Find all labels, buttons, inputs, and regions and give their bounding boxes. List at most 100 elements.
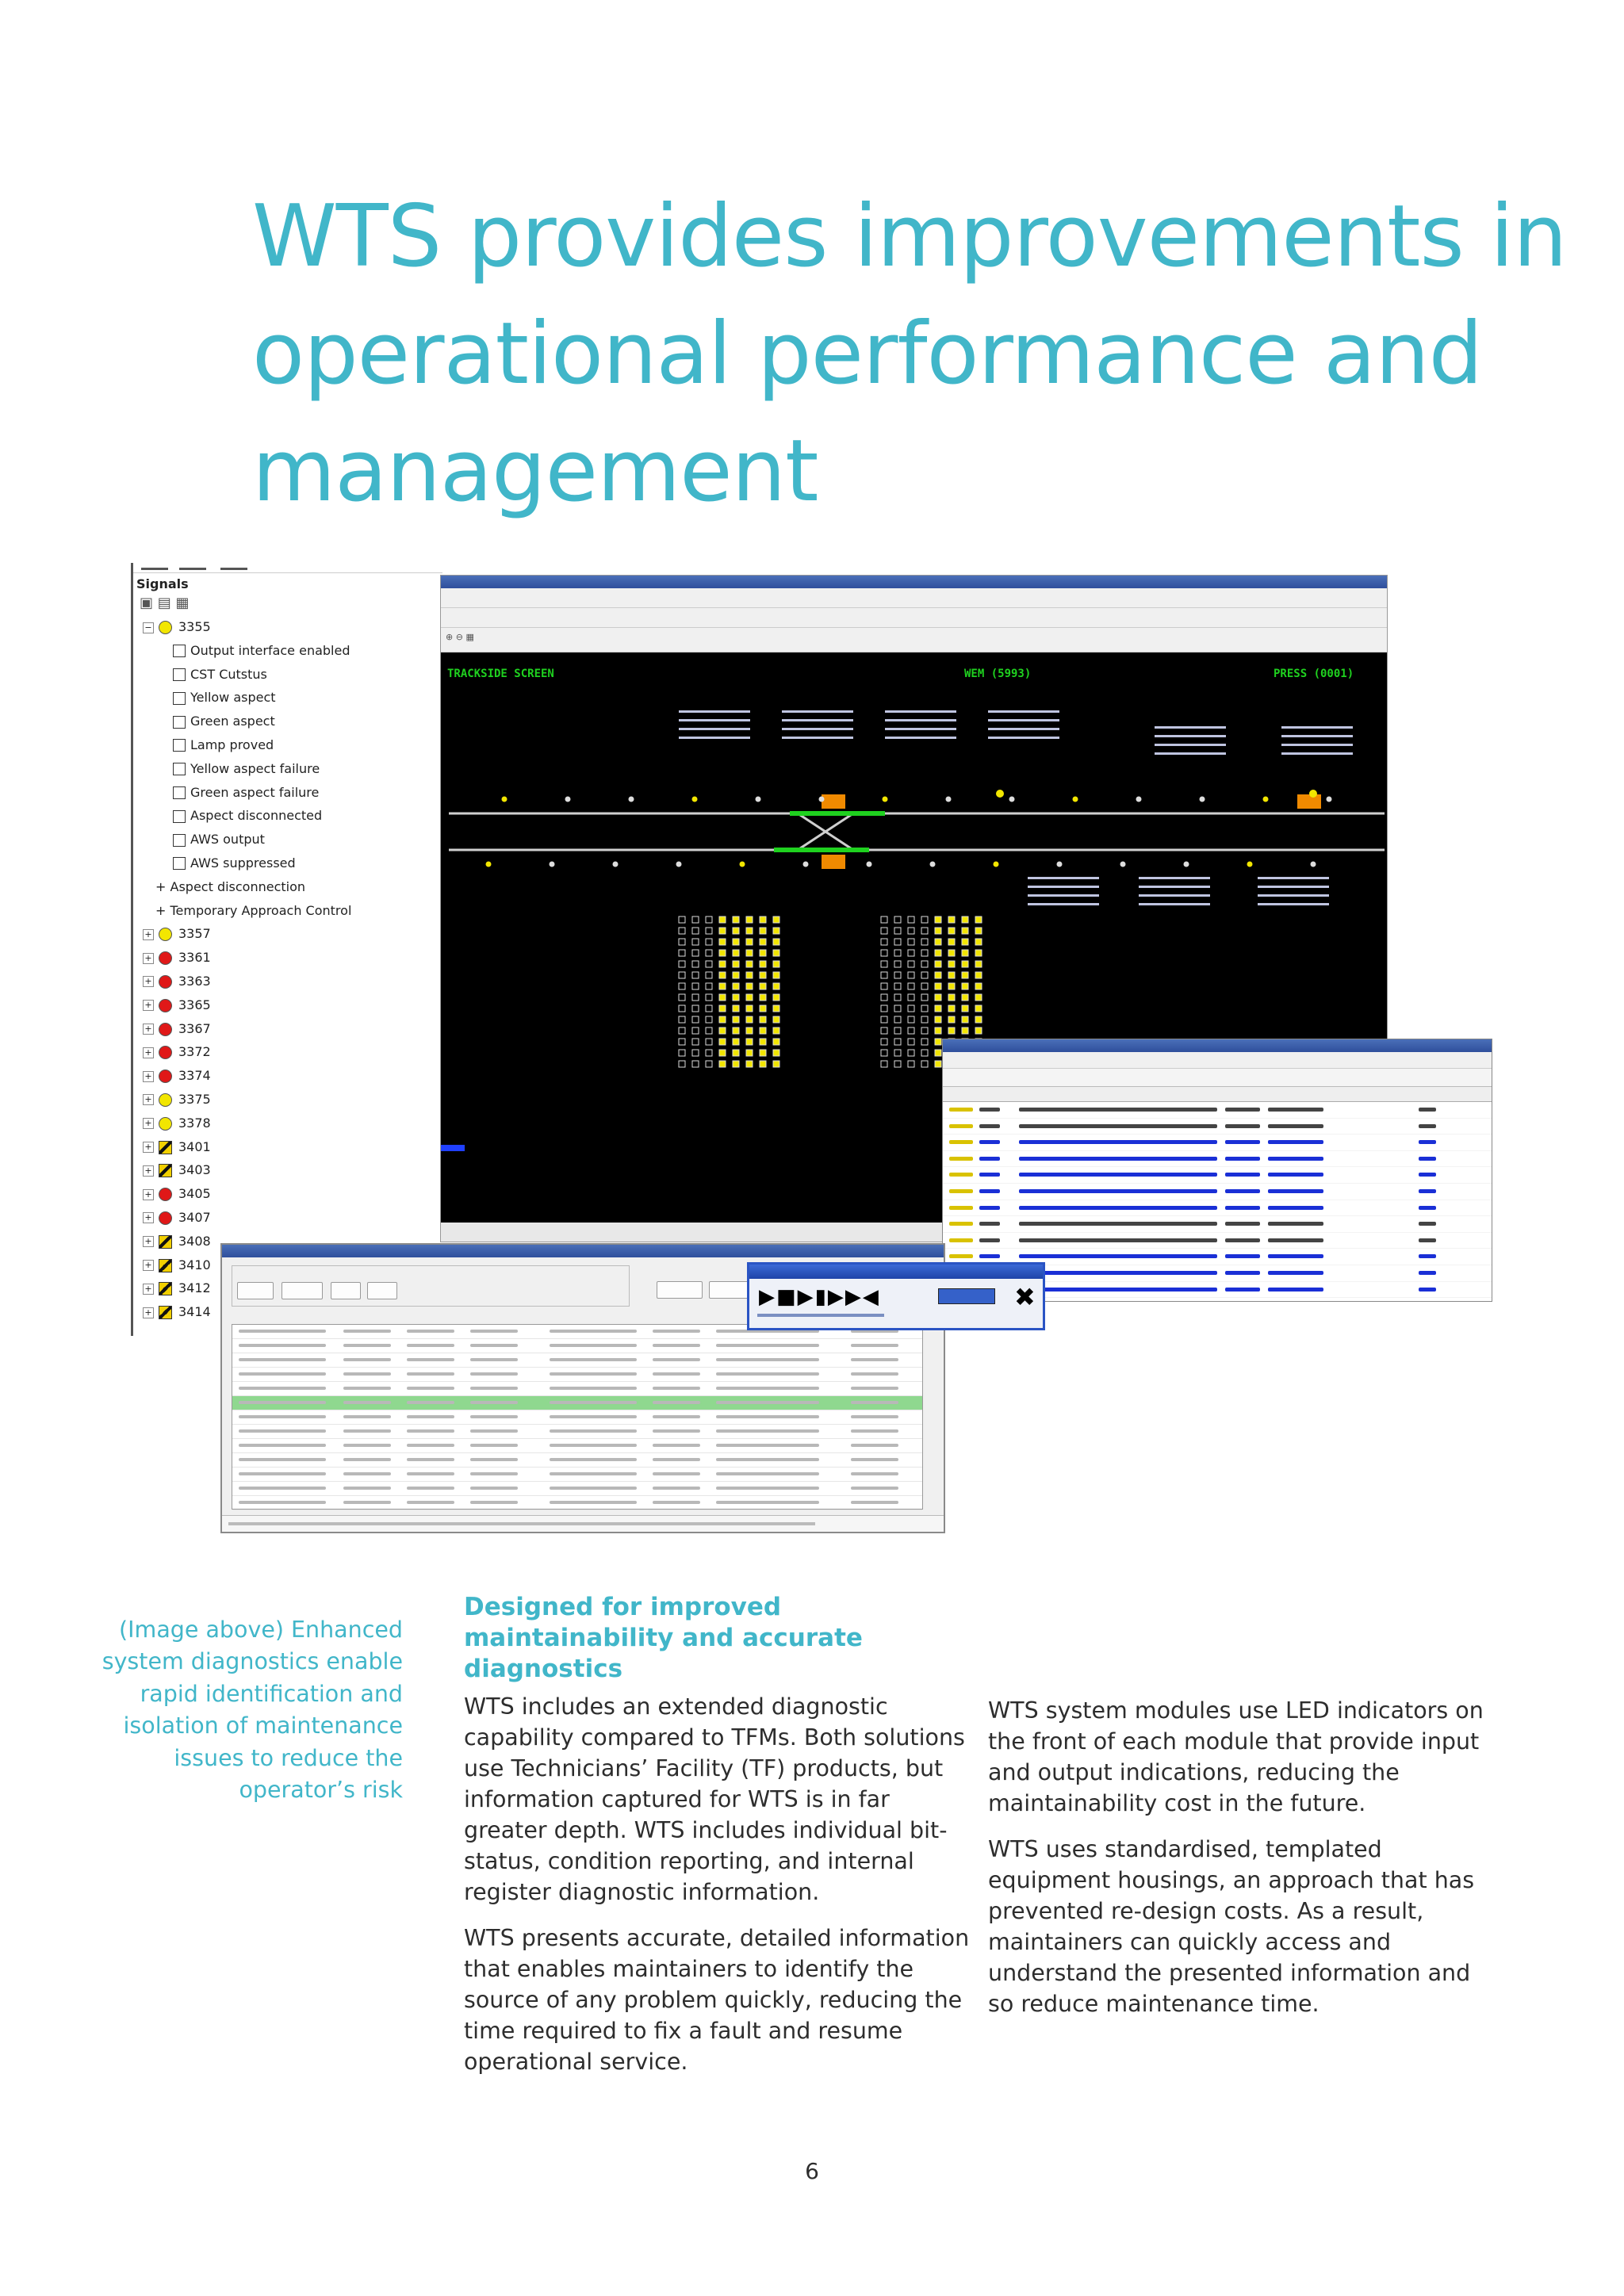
stop-icon[interactable]: ■ (776, 1285, 798, 1309)
checkbox-icon[interactable] (173, 691, 186, 705)
tree-item-child[interactable]: Lamp proved (133, 733, 442, 757)
tree-item-signal[interactable]: +3375 (133, 1088, 442, 1112)
alarm-row[interactable] (943, 1102, 1492, 1119)
expand-icon[interactable]: + (143, 1142, 154, 1154)
tree-item-child[interactable]: AWS suppressed (133, 851, 442, 875)
checkbox-icon[interactable] (173, 809, 186, 823)
checkbox-icon[interactable] (173, 833, 186, 847)
alarm-row[interactable] (943, 1119, 1492, 1135)
event-log-row[interactable] (232, 1339, 922, 1353)
tree-item-signal[interactable]: +3414 (133, 1300, 442, 1324)
tree-item-signal[interactable]: +3401 (133, 1135, 442, 1159)
alarm-row[interactable] (943, 1200, 1492, 1217)
checkbox-icon[interactable] (173, 668, 186, 682)
alarm-row[interactable] (943, 1151, 1492, 1168)
zoom-in-icon[interactable]: ⊕ (446, 632, 454, 642)
tree-item-group[interactable]: + Temporary Approach Control (133, 899, 442, 923)
rewind-icon[interactable]: ◀ (862, 1285, 880, 1309)
tree-item-signal[interactable]: +3405 (133, 1182, 442, 1206)
tree-item-child[interactable]: Aspect disconnected (133, 804, 442, 828)
tree-item-child[interactable]: Green aspect (133, 710, 442, 733)
tree-item-signal[interactable]: +3407 (133, 1206, 442, 1230)
filter-icon[interactable]: ▦ (175, 595, 190, 611)
tree-item-child[interactable]: Yellow aspect failure (133, 757, 442, 781)
tree-item-signal[interactable]: +3374 (133, 1064, 442, 1088)
tree-item-signal[interactable]: +3365 (133, 993, 442, 1017)
alarm-row[interactable] (943, 1233, 1492, 1249)
alarm-row[interactable] (943, 1184, 1492, 1200)
tree-item-group[interactable]: + Aspect disconnection (133, 875, 442, 899)
alarm-row[interactable] (943, 1249, 1492, 1265)
checkbox-icon[interactable] (173, 857, 186, 871)
expand-icon[interactable]: + (143, 976, 154, 988)
alarm-tabs[interactable] (943, 1069, 1492, 1087)
expand-icon[interactable]: + (143, 1165, 154, 1177)
expand-all-button[interactable] (657, 1281, 703, 1299)
tree-item-signal[interactable]: +3412 (133, 1276, 442, 1300)
tree-item-signal[interactable]: +3410 (133, 1253, 442, 1277)
next-button[interactable] (367, 1282, 397, 1299)
clear-button[interactable] (282, 1282, 323, 1299)
tree-item-signal[interactable]: +3357 (133, 922, 442, 946)
checkbox-icon[interactable] (173, 645, 186, 658)
checkbox-icon[interactable] (173, 715, 186, 729)
play-icon[interactable]: ▶ (759, 1285, 776, 1309)
event-log-row[interactable] (232, 1439, 922, 1453)
speed-select[interactable] (938, 1288, 995, 1304)
playback-controls[interactable]: ▶■▶▮▶▶◀ (759, 1287, 880, 1307)
tree-item-signal[interactable]: +3363 (133, 970, 442, 993)
alarm-row[interactable] (943, 1167, 1492, 1184)
event-log-row[interactable] (232, 1325, 922, 1339)
expand-icon[interactable]: + (143, 1047, 154, 1058)
event-log-row[interactable] (232, 1425, 922, 1439)
event-log-row[interactable] (232, 1382, 922, 1396)
expand-icon[interactable]: + (143, 1188, 154, 1200)
checkbox-icon[interactable] (173, 786, 186, 800)
expand-icon[interactable]: + (143, 952, 154, 964)
tree-item-signal[interactable]: +3403 (133, 1158, 442, 1182)
event-log-row[interactable] (232, 1410, 922, 1425)
collapse-icon[interactable]: − (143, 622, 154, 633)
prev-button[interactable] (331, 1282, 361, 1299)
grid-icon[interactable]: ▦ (465, 632, 474, 642)
expand-icon[interactable]: + (143, 1000, 154, 1012)
fast-forward-icon[interactable]: ▶▶ (827, 1285, 863, 1309)
close-icon[interactable]: ✖ (1014, 1282, 1036, 1312)
tree-item-child[interactable]: Output interface enabled (133, 639, 442, 663)
tree-item-child[interactable]: CST Cutstus (133, 663, 442, 687)
event-log-row[interactable] (232, 1453, 922, 1468)
print-icon[interactable]: ▣ (140, 595, 154, 611)
copy-icon[interactable]: ▤ (157, 595, 171, 611)
tree-item-root[interactable]: −3355 (133, 615, 442, 639)
event-log-row[interactable] (232, 1368, 922, 1382)
checkbox-icon[interactable] (173, 739, 186, 752)
event-log-row[interactable] (232, 1396, 922, 1410)
tree-item-child[interactable]: AWS output (133, 828, 442, 851)
event-log-row[interactable] (232, 1496, 922, 1510)
expand-icon[interactable]: + (143, 1024, 154, 1035)
event-log-row[interactable] (232, 1353, 922, 1368)
alarm-row[interactable] (943, 1135, 1492, 1151)
tree-item-signal[interactable]: +3372 (133, 1040, 442, 1064)
expand-icon[interactable]: + (143, 1118, 154, 1130)
expand-icon[interactable]: + (155, 878, 167, 894)
expand-icon[interactable]: + (143, 1260, 154, 1272)
expand-icon[interactable]: + (143, 928, 154, 940)
tree-item-child[interactable]: Yellow aspect (133, 686, 442, 710)
tree-item-signal[interactable]: +3367 (133, 1017, 442, 1041)
step-forward-icon[interactable]: ▶▮ (797, 1285, 828, 1309)
tree-item-signal[interactable]: +3378 (133, 1112, 442, 1135)
expand-icon[interactable]: + (143, 1236, 154, 1248)
tree-item-signal[interactable]: +3408 (133, 1230, 442, 1253)
checkbox-icon[interactable] (173, 763, 186, 776)
event-log-row[interactable] (232, 1468, 922, 1482)
alarm-row[interactable] (943, 1216, 1492, 1233)
expand-icon[interactable]: + (143, 1070, 154, 1082)
tree-item-child[interactable]: Green aspect failure (133, 781, 442, 805)
expand-icon[interactable]: + (143, 1212, 154, 1224)
tree-item-signal[interactable]: +3361 (133, 946, 442, 970)
expand-icon[interactable]: + (143, 1283, 154, 1295)
expand-icon[interactable]: + (143, 1307, 154, 1318)
expand-icon[interactable]: + (155, 902, 167, 918)
search-button[interactable] (237, 1282, 274, 1299)
